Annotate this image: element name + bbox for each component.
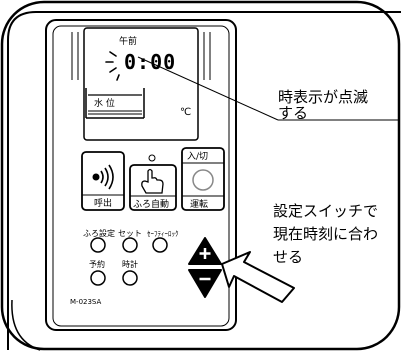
- call-button-label: 呼出: [94, 197, 112, 209]
- timer-label: 予約: [89, 259, 105, 269]
- wall-plate-inner: [11, 299, 41, 351]
- callout-leader: [137, 56, 279, 121]
- hand-pointer-icon: [141, 168, 164, 194]
- clock-button[interactable]: [122, 270, 138, 286]
- bath-auto-led: [148, 154, 156, 162]
- blink-callout-line1: 時表示が点滅: [278, 88, 368, 106]
- set-callout-line1: 設定スイッチで: [273, 202, 378, 220]
- set-callout-line3: せる: [273, 248, 303, 266]
- power-button[interactable]: 入/切 運転: [181, 147, 225, 211]
- bath-setting-button[interactable]: [90, 237, 106, 253]
- clock-label: 時計: [122, 259, 138, 269]
- bath-setting-label: ふろ設定: [83, 228, 115, 238]
- bath-auto-button[interactable]: ふろ自動: [129, 154, 177, 211]
- up-button[interactable]: [188, 237, 222, 265]
- model-number: M-023SA: [70, 298, 101, 306]
- power-top-label: 入/切: [187, 151, 208, 162]
- timer-button[interactable]: [90, 270, 106, 286]
- blink-rays: [105, 51, 120, 81]
- safety-lock-button[interactable]: [152, 237, 168, 253]
- bath-auto-label: ふろ自動: [133, 198, 169, 210]
- call-button[interactable]: 呼出: [81, 151, 125, 211]
- down-button[interactable]: [188, 269, 222, 298]
- set-callout-line2: 現在時刻に合わ: [273, 225, 378, 243]
- wall-plate-outline: [7, 11, 401, 350]
- plus-icon: [199, 248, 211, 259]
- power-label: 運転: [190, 199, 208, 210]
- safety-lock-label: ｾｰﾌﾃｨｰﾛｯｸ: [147, 230, 179, 238]
- lcd-window: [83, 27, 199, 141]
- pointing-arrow: [221, 251, 295, 303]
- water-level-icon: [85, 88, 145, 119]
- blink-callout-line2: する: [278, 104, 308, 122]
- speaker-icon: [92, 164, 114, 190]
- set-label: セット: [118, 229, 142, 238]
- power-indicator: [192, 169, 214, 191]
- temp-unit: ℃: [180, 107, 191, 118]
- am-pm-indicator: 午前: [119, 35, 137, 47]
- set-button[interactable]: [122, 237, 138, 253]
- water-level-label: 水 位: [94, 97, 115, 109]
